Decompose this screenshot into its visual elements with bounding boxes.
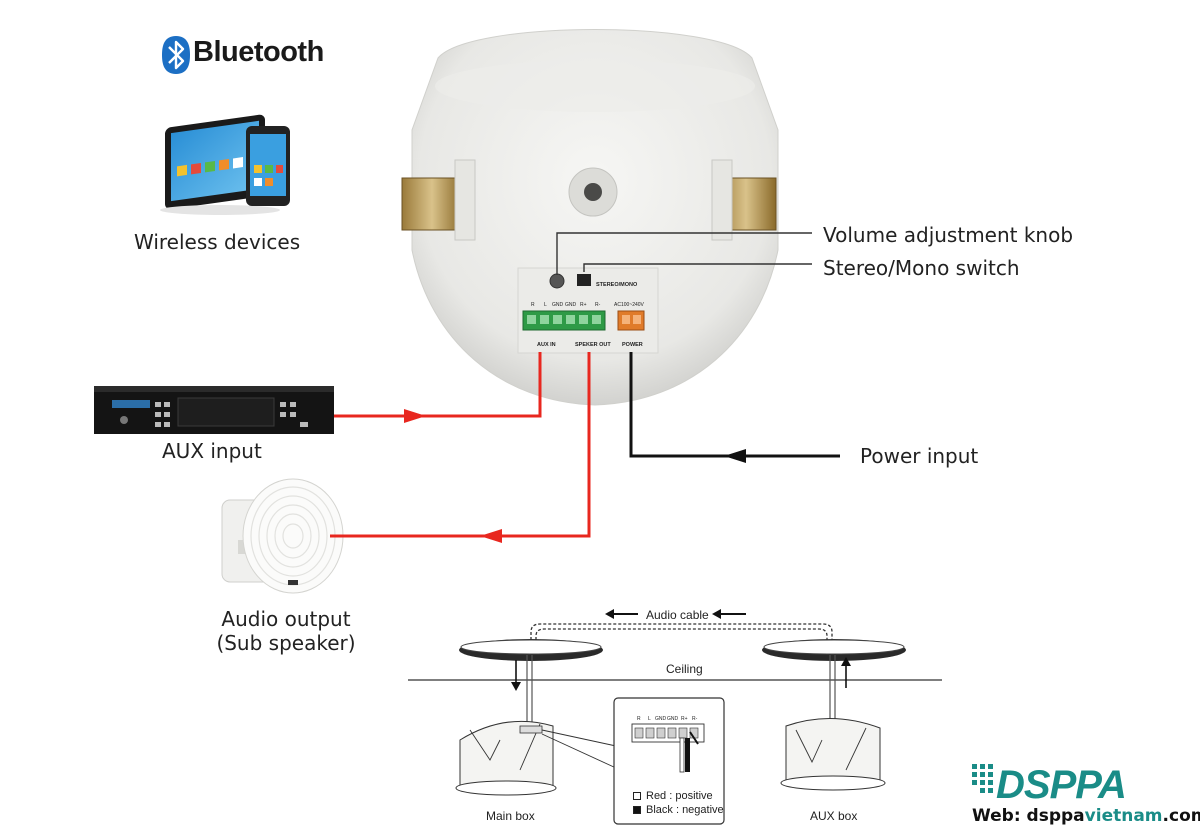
mixer-player-device — [94, 386, 334, 434]
sub-speaker-illustration — [221, 478, 344, 594]
panel-term-label: GND — [552, 302, 564, 308]
legend-negative-text: Black : negative — [646, 804, 724, 816]
web-suffix: .com — [1162, 806, 1200, 826]
aux-in-tag: AUX IN — [537, 342, 556, 348]
power-input-arrow — [724, 449, 746, 463]
panel-term-label: GND — [565, 302, 577, 308]
audio-output-arrow — [480, 529, 502, 543]
aux-box-label: AUX box — [810, 809, 857, 823]
legend-positive: Red : positive — [633, 789, 724, 803]
volume-knob-label: Volume adjustment knob — [823, 223, 1074, 247]
aux-input-line — [334, 352, 542, 418]
tablet-phone-illustration — [160, 114, 290, 215]
stereo-mono-tag: STEREO/MONO — [596, 282, 638, 288]
panel-term-label: R- — [595, 302, 601, 308]
positive-square-icon — [633, 792, 641, 800]
panel-term-label: R+ — [580, 302, 587, 308]
install-term-label: R — [637, 716, 641, 722]
speaker-out-tag: SPEKER OUT — [575, 342, 611, 348]
web-prefix: Web: dsppa — [972, 806, 1085, 826]
panel-term-label: L — [544, 302, 547, 308]
dsppa-wordmark: DSPPA — [996, 763, 1126, 807]
volume-knob[interactable] — [549, 273, 565, 289]
ceiling-label: Ceiling — [666, 662, 703, 676]
website-label: Web: dsppavietnam.com — [972, 806, 1200, 826]
legend-negative: Black : negative — [633, 803, 724, 817]
install-term-label: R+ — [681, 716, 688, 722]
power-tag: POWER — [622, 342, 643, 348]
install-term-label: L — [648, 716, 651, 722]
audio-output-line — [330, 352, 591, 538]
aux-input-arrow — [404, 409, 426, 423]
wire-legend: Red : positive Black : negative — [633, 789, 724, 817]
bluetooth-icon — [162, 36, 190, 74]
stereo-mono-callout — [583, 263, 812, 272]
main-speaker-back — [401, 29, 779, 406]
install-term-label: R- — [692, 716, 698, 722]
bluetooth-label: Bluetooth — [193, 36, 324, 68]
stereo-mono-label: Stereo/Mono switch — [823, 256, 1020, 280]
panel-term-label: R — [531, 302, 535, 308]
audio-cable-label: Audio cable — [646, 608, 709, 622]
volume-knob-callout — [556, 232, 812, 275]
power-input-line — [629, 352, 840, 458]
installation-diagram — [408, 609, 942, 825]
power-input-label: Power input — [860, 444, 979, 468]
install-term-label: GND — [655, 716, 667, 722]
web-highlight: vietnam — [1084, 806, 1163, 826]
audio-output-label: Audio output — [221, 607, 351, 631]
aux-input-label: AUX input — [162, 439, 262, 463]
negative-square-icon — [633, 806, 641, 814]
stereo-mono-switch[interactable] — [577, 274, 591, 286]
install-term-label: GND — [667, 716, 679, 722]
power-voltage-tag: AC100~240V — [614, 302, 645, 308]
main-box-label: Main box — [486, 809, 535, 823]
dsppa-logo: DSPPA — [972, 763, 1127, 807]
wireless-devices-label: Wireless devices — [134, 230, 301, 254]
legend-positive-text: Red : positive — [646, 790, 713, 802]
sub-speaker-label: (Sub speaker) — [216, 631, 356, 655]
